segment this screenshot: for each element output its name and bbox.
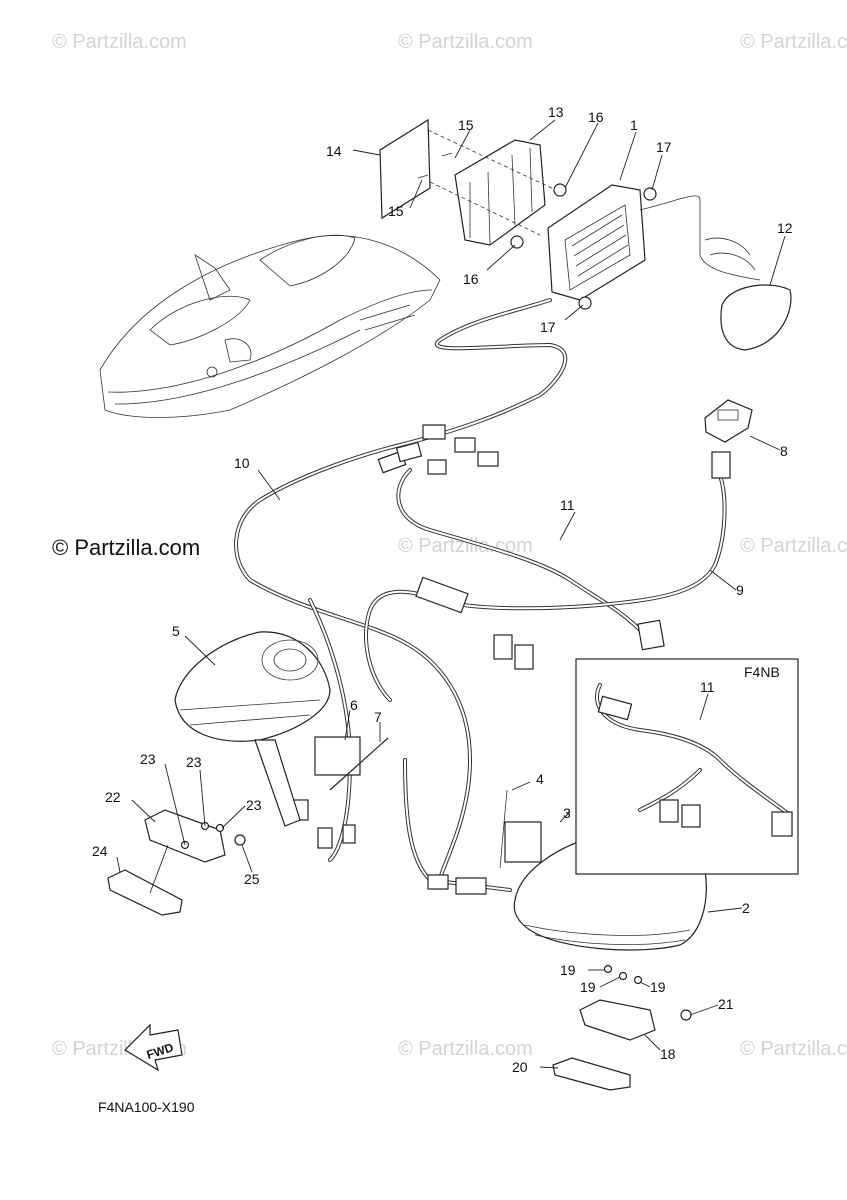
callout-11-inset: 11 (700, 679, 715, 695)
label-3 (504, 821, 542, 863)
wire-harness (234, 298, 731, 895)
callout-13: 13 (548, 104, 564, 120)
grommet-21 (680, 1009, 692, 1021)
tie-4 (499, 789, 508, 869)
callout-24: 24 (92, 843, 108, 859)
mounting-bracket-assembly (379, 118, 792, 351)
callout-7: 7 (374, 709, 382, 725)
watermark-top-center: © Partzilla.com (398, 31, 533, 53)
switch-8 (704, 399, 753, 443)
watermark-top-left: © Partzilla.com (52, 31, 187, 53)
grommet-25 (234, 834, 246, 846)
watermark-top-right: © Partzilla.com (740, 31, 847, 53)
callout-19-right: 19 (650, 979, 666, 995)
callout-1: 1 (630, 117, 638, 133)
bolt-16-upper (553, 183, 567, 197)
watermark-main: © Partzilla.com (52, 535, 200, 560)
callout-3: 3 (563, 805, 571, 821)
callout-17-lower: 17 (540, 319, 556, 335)
callout-10: 10 (234, 455, 250, 471)
callout-9: 9 (736, 582, 744, 598)
watercraft-overview-illustration (99, 234, 441, 418)
label-6 (314, 736, 361, 776)
callout-2: 2 (742, 900, 750, 916)
callout-21: 21 (718, 996, 734, 1012)
watermark-mid-right: © Partzilla.com (740, 535, 847, 557)
callout-20: 20 (512, 1059, 528, 1075)
bracket-18 (579, 999, 656, 1041)
leader-lines (116, 119, 786, 1069)
callout-labels: 1 2 3 4 5 6 7 8 9 10 11 11 12 13 14 15 1… (92, 104, 793, 1075)
bracket-22 (144, 809, 226, 863)
callout-18: 18 (660, 1046, 676, 1062)
callout-19-left: 19 (560, 962, 576, 978)
callout-15-upper: 15 (458, 117, 474, 133)
tie-7 (329, 737, 389, 791)
plate-14 (379, 118, 431, 220)
bracket-set-right (552, 964, 692, 1091)
watermark-bottom-right: © Partzilla.com (740, 1038, 847, 1060)
callout-16-lower: 16 (463, 271, 479, 287)
callout-17-upper: 17 (656, 139, 672, 155)
plate-24 (107, 869, 183, 916)
plate-20 (552, 1057, 631, 1091)
inset-variant-box: F4NB (575, 658, 799, 875)
bracket-13 (454, 139, 546, 246)
callout-23-right: 23 (246, 797, 262, 813)
callout-22: 22 (105, 789, 121, 805)
callout-25: 25 (244, 871, 260, 887)
callout-12: 12 (777, 220, 793, 236)
figure-code: F4NA100-X190 (98, 1099, 195, 1115)
callout-4: 4 (536, 771, 544, 787)
callout-14: 14 (326, 143, 342, 159)
callout-23-center: 23 (186, 754, 202, 770)
callout-11-main: 11 (560, 497, 575, 513)
callout-8: 8 (780, 443, 788, 459)
callout-6: 6 (350, 697, 358, 713)
nut-17-upper (643, 187, 657, 201)
callout-16-upper: 16 (588, 109, 604, 125)
callout-15-lower: 15 (388, 203, 404, 219)
bracket-set-left (107, 809, 246, 916)
inset-title: F4NB (744, 664, 780, 680)
bolt-16-lower (510, 235, 524, 249)
meter-assembly-5 (174, 631, 389, 827)
forward-direction-arrow: FWD (124, 1023, 183, 1072)
watermark-bottom-center: © Partzilla.com (398, 1038, 533, 1060)
cover-12 (720, 284, 792, 351)
callout-23-left: 23 (140, 751, 156, 767)
callout-19-center: 19 (580, 979, 596, 995)
callout-5: 5 (172, 623, 180, 639)
